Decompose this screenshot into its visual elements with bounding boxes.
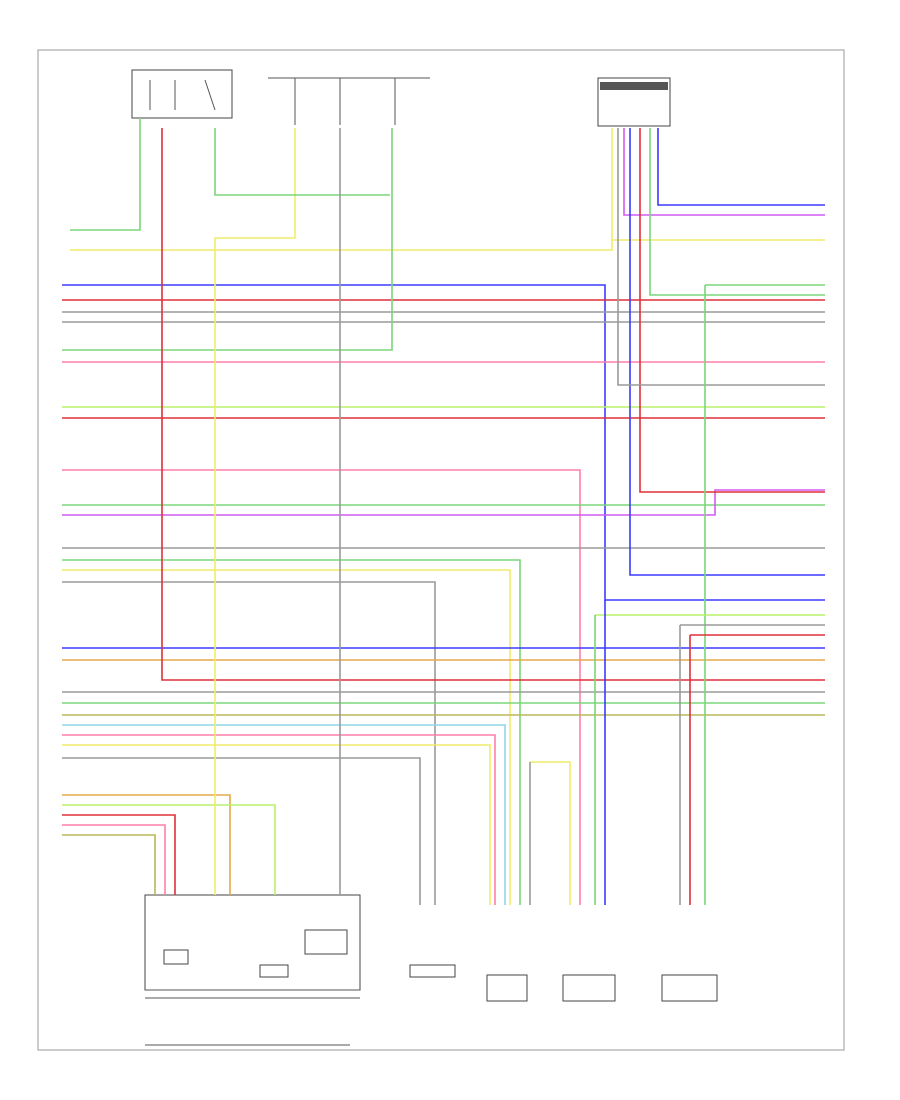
sensor-connector-2 xyxy=(486,974,528,1002)
sensor-connector-3 xyxy=(562,974,616,1002)
wire-cyan-1 xyxy=(62,724,506,905)
wire-green-4 xyxy=(62,559,521,905)
wire-red-5 xyxy=(639,128,825,493)
wire-olive-2 xyxy=(62,834,156,895)
wire-red-3 xyxy=(161,128,825,681)
wire-blue-1 xyxy=(62,284,825,601)
wire-gray-4 xyxy=(62,581,436,905)
wire-lightgreen-2 xyxy=(62,804,276,895)
wire-pink-3 xyxy=(62,734,496,905)
main-control-unit xyxy=(144,894,361,1046)
wire-pink-2 xyxy=(62,469,581,905)
wire-orange-2 xyxy=(62,794,231,895)
relay-top-left xyxy=(131,69,233,119)
wire-blue-3 xyxy=(657,128,825,206)
wire-pink-4 xyxy=(62,824,166,895)
diagram-frame xyxy=(37,49,845,1051)
sensor-connector-4 xyxy=(661,974,718,1002)
wire-layer xyxy=(62,118,825,905)
wire-yellow-6 xyxy=(530,761,571,905)
wire-yellow-3 xyxy=(62,744,491,905)
fuse-block-top xyxy=(268,77,430,125)
wire-green-6 xyxy=(214,128,390,196)
wire-violet-1 xyxy=(62,489,825,516)
wire-blue-4 xyxy=(629,128,825,576)
wire-gray-6 xyxy=(62,757,421,905)
control-unit-top-right xyxy=(597,77,671,127)
wire-green-2 xyxy=(62,128,393,351)
sensor-connector-1 xyxy=(409,964,456,978)
wire-green-7 xyxy=(649,128,825,296)
wire-yellow-1 xyxy=(70,128,613,251)
wire-red-4 xyxy=(62,814,176,895)
wire-yellow-4 xyxy=(214,128,296,895)
wire-violet-2 xyxy=(623,128,825,216)
wire-yellow-2 xyxy=(62,569,511,905)
wire-gray-8 xyxy=(617,128,825,386)
wire-green-top xyxy=(70,118,141,231)
